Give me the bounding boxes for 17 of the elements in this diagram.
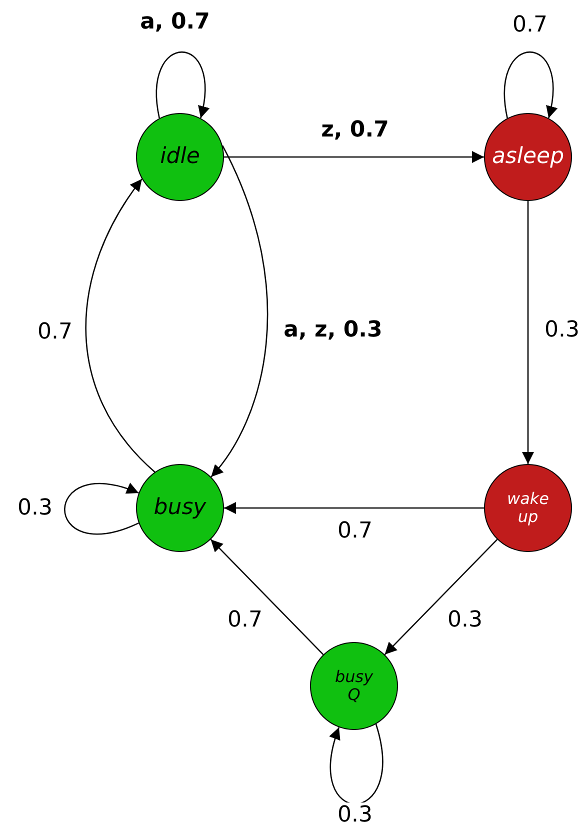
state-circle xyxy=(136,464,224,552)
arrow xyxy=(156,52,209,118)
arrow xyxy=(64,482,139,535)
arrow xyxy=(522,201,534,464)
arrow xyxy=(85,178,156,472)
arrow xyxy=(210,539,324,655)
arrow xyxy=(504,52,557,118)
arrow xyxy=(224,151,484,163)
state-label: asleep xyxy=(492,144,564,170)
arrow xyxy=(224,502,484,514)
state-label: busy Q xyxy=(334,668,374,704)
state-label: idle xyxy=(160,144,200,170)
state-label: busy xyxy=(154,495,206,521)
state-label: wake up xyxy=(506,490,550,526)
arrow xyxy=(330,724,383,804)
arrow xyxy=(384,539,498,655)
arrow xyxy=(210,145,268,478)
